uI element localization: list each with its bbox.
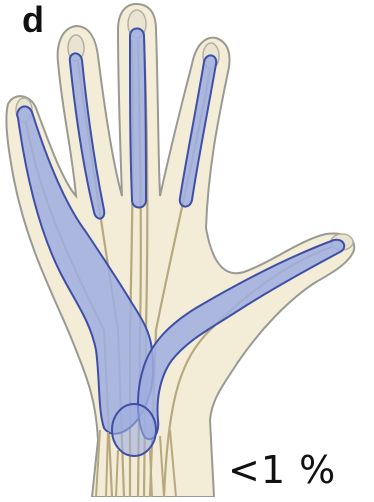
panel-letter: d	[22, 2, 44, 38]
middle-finger-sheath	[130, 29, 146, 208]
prevalence-label: <1 %	[228, 450, 336, 490]
carpal-bursa-loop	[112, 404, 156, 456]
